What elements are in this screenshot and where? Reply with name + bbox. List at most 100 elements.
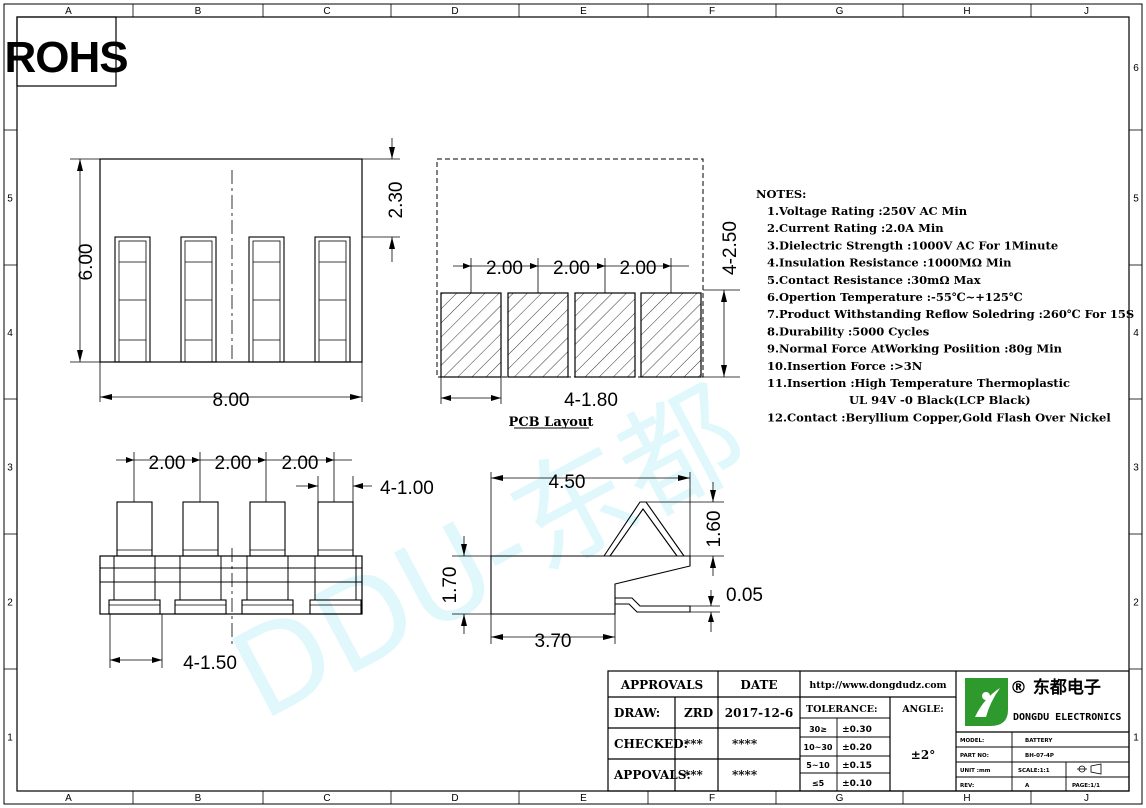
tb-draw-date: 2017-12-6 <box>725 706 793 720</box>
note-item: 10.Insertion Force :>3N <box>767 359 923 373</box>
note-item: UL 94V -0 Black(LCP Black) <box>849 393 1031 407</box>
tb-model-value: BATTERY <box>1025 738 1053 744</box>
zone-col-bottom: G <box>836 793 844 804</box>
note-item: 11.Insertion :High Temperature Thermopla… <box>767 376 1070 390</box>
zone-row-left: 2 <box>7 598 13 609</box>
side-view <box>452 472 724 644</box>
dim-pitch: 2.00 <box>620 258 657 279</box>
tb-angle-value: ±2° <box>911 748 935 762</box>
tb-unit-label: UNIT :mm <box>960 768 991 774</box>
pcb-layout-title: PCB Layout <box>509 415 594 430</box>
tb-checked-date: **** <box>732 737 758 751</box>
note-item: 2.Current Rating :2.0A Min <box>767 221 944 235</box>
dim-pcb-width: 4-1.80 <box>564 390 618 411</box>
zone-col-top: F <box>709 6 715 17</box>
zone-col-top: H <box>963 6 970 17</box>
zone-row-left: 1 <box>7 733 13 744</box>
zone-row-left: 6 <box>7 63 13 74</box>
zone-col-top: B <box>195 6 202 17</box>
top-contact-cell <box>248 236 285 363</box>
tolerance-value: ±0.15 <box>842 761 872 771</box>
front-pin <box>116 501 153 557</box>
tb-date-header: DATE <box>740 678 777 692</box>
tb-part-label: PART NO: <box>960 753 989 759</box>
front-pin <box>317 501 354 557</box>
pcb-pads <box>440 292 702 378</box>
top-contact-cell <box>314 236 351 363</box>
title-block <box>607 670 1130 792</box>
tb-approvals-date: **** <box>732 768 758 782</box>
company-logo <box>965 678 1008 726</box>
zone-col-bottom: H <box>963 793 970 804</box>
tb-approvals-header: APPROVALS <box>620 678 703 692</box>
zone-row-left: 3 <box>7 463 13 474</box>
dim-side-width: 4.50 <box>549 472 586 493</box>
dim-top-height: 6.00 <box>76 244 97 281</box>
dim-pitch: 2.00 <box>215 453 252 474</box>
pcb-layout <box>436 158 740 429</box>
pcb-pad <box>440 292 502 378</box>
tolerance-value: ±0.10 <box>842 779 872 789</box>
front-pin <box>182 501 219 557</box>
zone-col-top: D <box>451 6 458 17</box>
tb-page-label: PAGE:1/1 <box>1072 783 1100 789</box>
zone-row-right: 1 <box>1133 733 1139 744</box>
tb-website: http://www.dongdudz.com <box>809 680 946 691</box>
tolerance-range: 5~10 <box>806 761 830 770</box>
tb-tolerance-header: TOLERANCE: <box>806 704 878 715</box>
zone-col-bottom: A <box>65 793 72 804</box>
zone-col-top: G <box>836 6 844 17</box>
zone-col-bottom: C <box>323 793 330 804</box>
projection-symbol-icon <box>1077 763 1102 775</box>
tb-checked-name: *** <box>684 737 704 751</box>
pcb-pad <box>574 292 636 378</box>
top-view <box>70 138 400 402</box>
front-pin <box>249 501 286 557</box>
dim-pitch: 2.00 <box>149 453 186 474</box>
dim-side-thickness: 0.05 <box>726 585 763 606</box>
top-contact-cell <box>180 236 217 363</box>
zone-col-top: C <box>323 6 330 17</box>
zone-col-top: E <box>580 6 587 17</box>
zone-row-left: 4 <box>7 328 13 339</box>
zone-ticks <box>4 4 1142 804</box>
zone-row-right: 3 <box>1133 463 1139 474</box>
dim-top-width: 8.00 <box>213 390 250 411</box>
dim-side-height: 1.70 <box>440 567 461 604</box>
zone-row-right: 4 <box>1133 328 1139 339</box>
dim-pitch: 2.00 <box>486 258 523 279</box>
pcb-pad <box>507 292 569 378</box>
company-name-en: DONGDU ELECTRONICS <box>1013 712 1121 723</box>
tolerance-value: ±0.20 <box>842 743 872 753</box>
tolerance-range: ≤5 <box>812 779 825 788</box>
tb-checked-label: CHECKED: <box>614 737 688 751</box>
zone-row-right: 2 <box>1133 598 1139 609</box>
top-contact-cell <box>114 236 151 363</box>
notes-list: 1.Voltage Rating :250V AC Min 2.Current R… <box>767 204 1134 424</box>
note-item: 9.Normal Force AtWorking Posiition :80g … <box>767 342 1063 356</box>
zone-col-bottom: D <box>451 793 458 804</box>
rohs-box <box>16 16 117 87</box>
tolerance-range: 10~30 <box>804 743 833 752</box>
zone-col-top: A <box>65 6 72 17</box>
tb-model-label: MODEL: <box>960 738 984 744</box>
zone-col-bottom: J <box>1084 793 1089 804</box>
zone-row-right: 6 <box>1133 63 1139 74</box>
zone-col-top: J <box>1084 6 1089 17</box>
zone-col-bottom: F <box>709 793 715 804</box>
tb-part-value: BH-07-4P <box>1025 753 1054 759</box>
note-item: 6.Opertion Temperature :-55℃~+125℃ <box>767 290 1023 304</box>
notes-header: NOTES: <box>756 187 806 201</box>
tb-approvals-name: *** <box>684 768 704 782</box>
dim-pcb-height: 4-2.50 <box>720 221 741 275</box>
dim-side-spring: 1.60 <box>704 511 725 548</box>
rohs-label: ROHS <box>4 33 127 82</box>
front-pins <box>108 501 362 615</box>
note-item: 5.Contact Resistance :30mΩ Max <box>767 273 981 287</box>
front-pin-dim <box>296 476 372 502</box>
note-item: 1.Voltage Rating :250V AC Min <box>767 204 968 218</box>
tolerance-range: 30≥ <box>809 725 827 734</box>
